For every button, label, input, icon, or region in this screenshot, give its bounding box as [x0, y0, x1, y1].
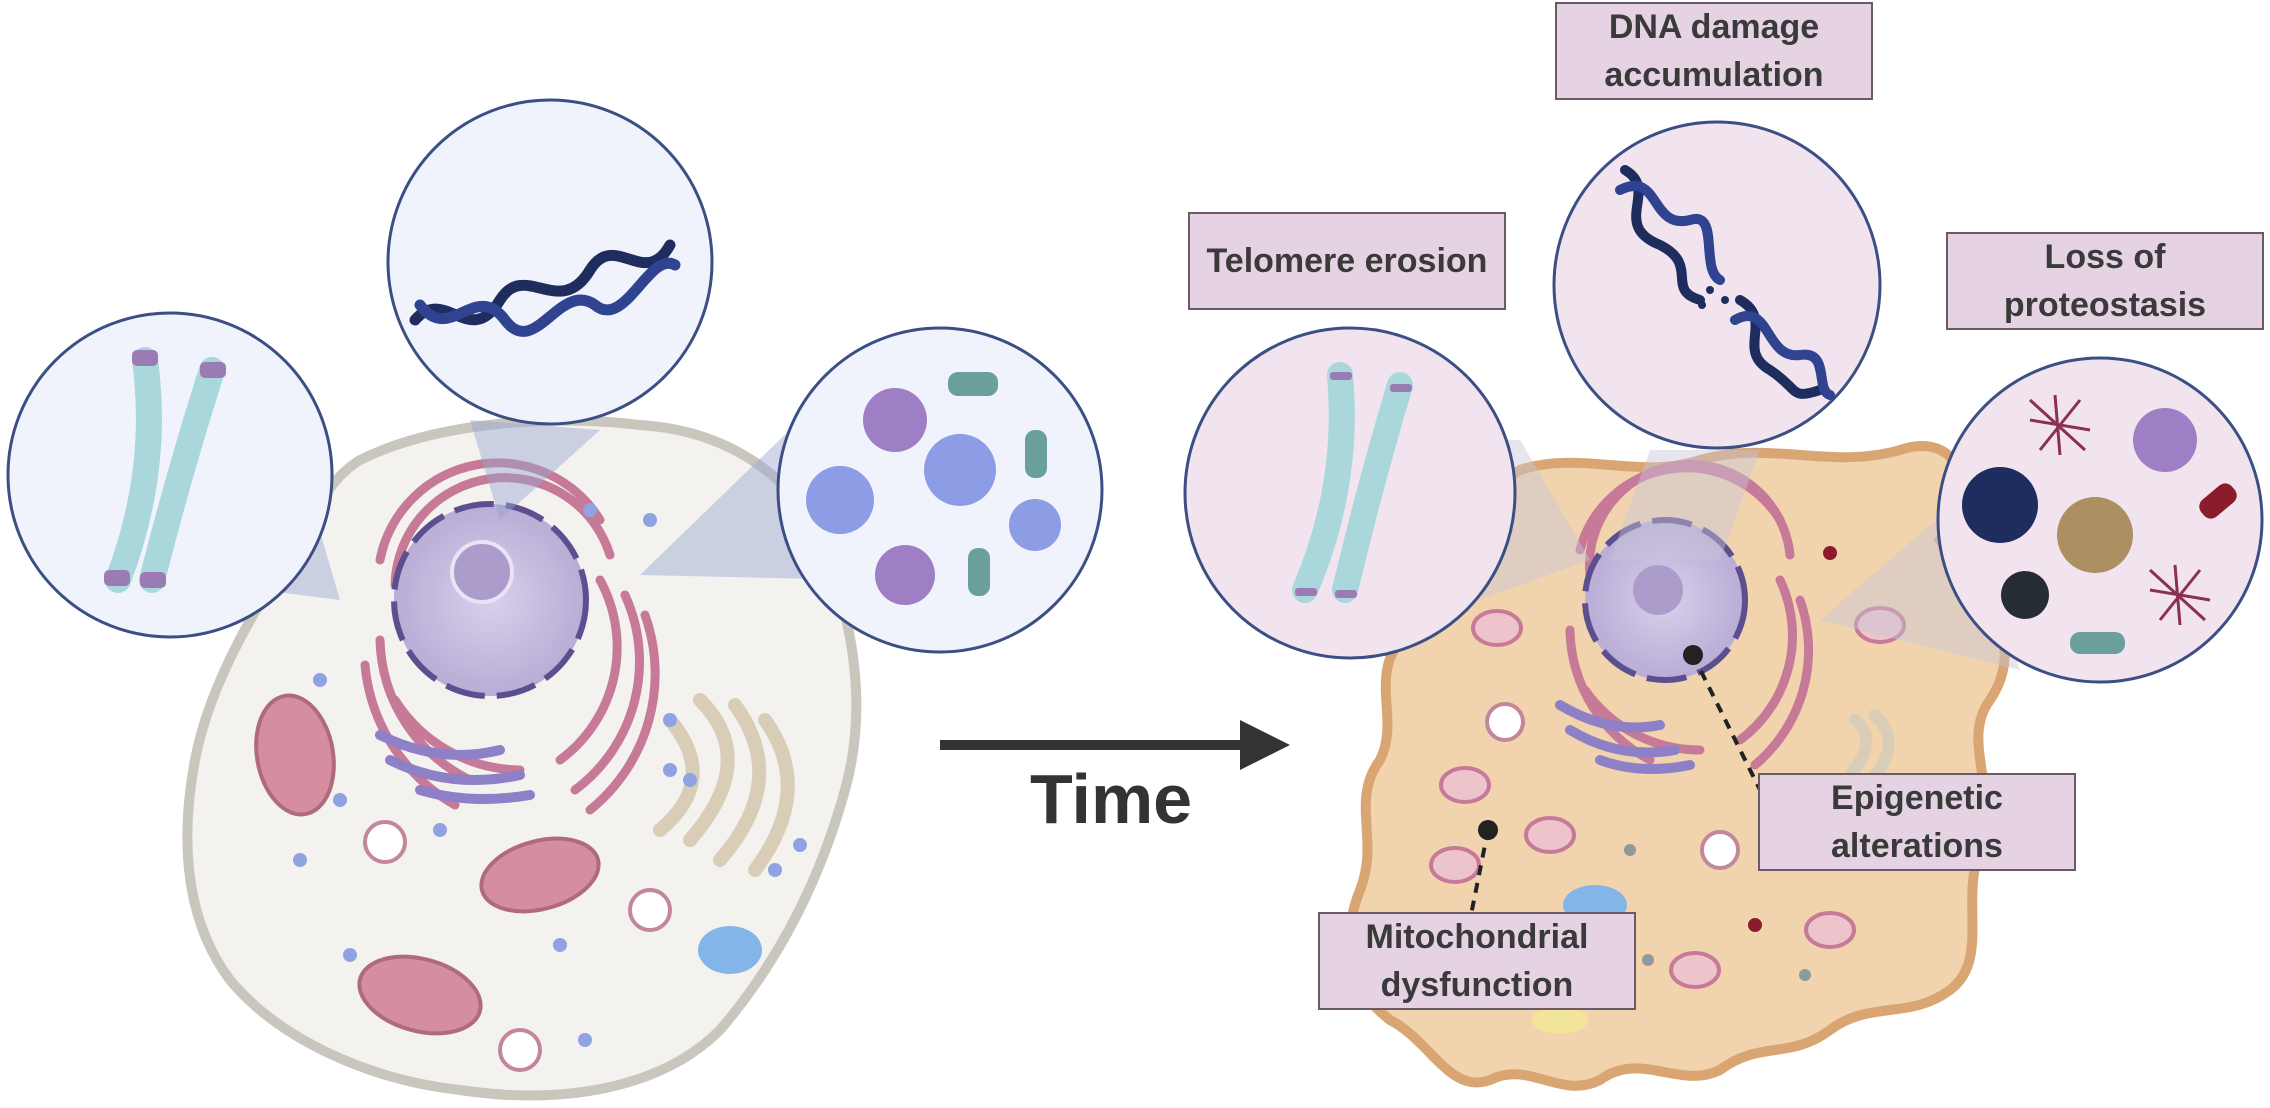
- young-vesicles: [363, 820, 672, 1072]
- young-chromosome-circle: [6, 311, 334, 639]
- telomere-erosion-label-line1: Telomere erosion: [1206, 242, 1488, 280]
- dna-damage-label-line1: DNA damage: [1608, 8, 1820, 46]
- senescent-vesicles: [1485, 702, 1740, 870]
- young-cell: [182, 415, 862, 1101]
- protein-icons: [806, 372, 1061, 605]
- young-mitochondria: [254, 693, 601, 1036]
- senescent-nucleolus: [1633, 565, 1683, 615]
- young-cell-membrane: [182, 415, 862, 1101]
- epigenetic-pointer: [1683, 645, 1767, 801]
- proteostasis-label-line2: proteostasis: [2003, 286, 2207, 324]
- dna-damage-label-line2: accumulation: [1604, 56, 1824, 94]
- telomere-erosion-label: Telomere erosion: [1188, 212, 1506, 310]
- senescent-golgi-purple: [1555, 700, 1695, 774]
- epigenetic-label: Epigenetic alterations: [1758, 773, 2076, 871]
- young-golgi-purple: [375, 730, 535, 804]
- mitochondrial-label-line2: dysfunction: [1380, 966, 1574, 1004]
- mitochondrial-label: Mitochondrial dysfunction: [1318, 912, 1636, 1010]
- time-arrow: [940, 720, 1290, 770]
- senescent-dots: [1624, 546, 1837, 981]
- proteostasis-label-line1: Loss of: [2044, 238, 2166, 276]
- senescent-mitochondria: [1429, 606, 1906, 989]
- dna-helix-icon: [409, 239, 681, 337]
- young-lipid-droplet: [698, 926, 762, 974]
- senescent-protein-circle: [1936, 356, 2264, 684]
- aggregated-protein-icons: [1962, 394, 2237, 654]
- young-dna-circle: [386, 98, 714, 426]
- senescent-yellow-droplet: [1532, 1006, 1588, 1034]
- damaged-dna-icon: [1615, 165, 1835, 400]
- young-protein-circle: [776, 326, 1104, 654]
- young-ribosome-dots: [293, 503, 807, 1047]
- chromosome-icon: [104, 347, 226, 593]
- mitochondrial-label-line1: Mitochondrial: [1365, 918, 1589, 956]
- proteostasis-label: Loss of proteostasis: [1946, 232, 2264, 330]
- senescent-dna-circle: [1552, 120, 1882, 450]
- senescent-chromosome-circle: [1183, 326, 1517, 660]
- epigenetic-label-line2: alterations: [1831, 827, 2003, 865]
- mitochondrial-pointer: [1468, 820, 1498, 921]
- young-nucleolus: [450, 540, 514, 604]
- eroded-chromosome-icon: [1292, 362, 1413, 603]
- epigenetic-label-line1: Epigenetic: [1831, 779, 2003, 817]
- time-label: Time: [1030, 760, 1192, 838]
- dna-damage-label: DNA damage accumulation: [1555, 2, 1873, 100]
